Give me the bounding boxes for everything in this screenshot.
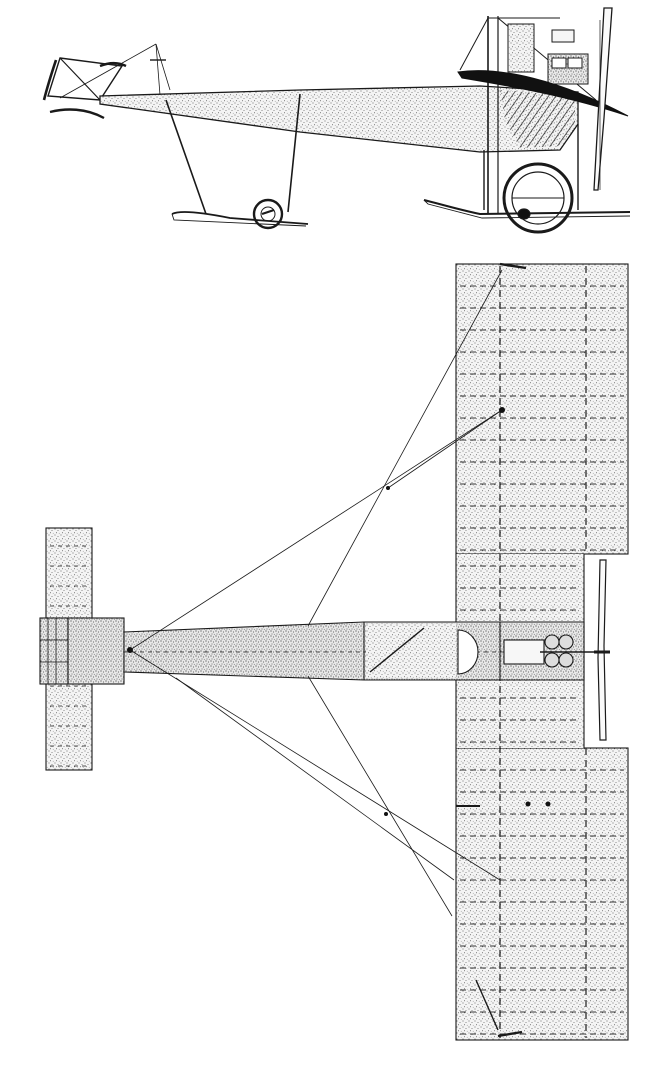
main-undercarriage [423,124,631,234]
plan-view [39,262,629,1041]
tail-skid [165,93,309,230]
wing-lower-half [455,747,629,1041]
engine-plan [503,634,600,668]
fuselage-shading [500,90,575,148]
tail-king-post [59,43,171,99]
tail-fuselage-block [67,617,125,685]
tail-rudder [42,57,127,120]
fuselage-side [99,85,579,153]
bracing-wires [129,269,503,917]
cockpit-frame [459,16,597,214]
tailplane-ribs [50,545,90,767]
wing-section [457,70,629,117]
side-elevation-view [42,7,631,234]
propeller [593,7,613,191]
wire-fittings [127,407,551,816]
cockpit-opening [457,629,479,675]
control-marks [456,262,527,1038]
tail-wheel [252,198,284,230]
elevator-hinge [39,617,69,685]
main-wheel [502,162,574,234]
propeller-plan [597,559,607,741]
